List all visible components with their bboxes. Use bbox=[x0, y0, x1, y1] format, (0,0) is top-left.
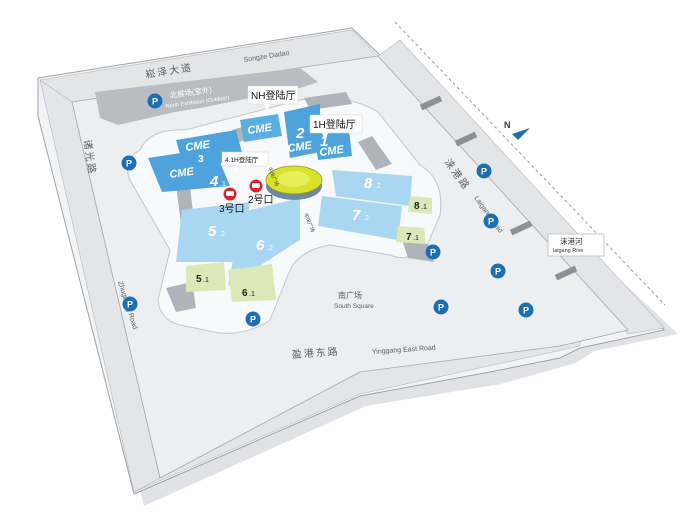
metro-exit-3-label: 3号口 bbox=[219, 203, 245, 215]
parking-icon: P bbox=[122, 296, 138, 312]
svg-text:P: P bbox=[488, 217, 494, 227]
hall-3-label: 3 bbox=[198, 154, 204, 165]
parking-icon: P bbox=[518, 302, 534, 318]
hall-2-cme-label: CME bbox=[287, 140, 314, 155]
north-exhibition-area bbox=[95, 68, 318, 125]
south-road-cn: 盈港东路 bbox=[291, 345, 340, 361]
south-road-en: Yinggang East Road bbox=[372, 345, 436, 356]
hall-8-1-sub: .1 bbox=[421, 204, 427, 211]
hall-5-2-label: 5 bbox=[208, 223, 217, 240]
river-label-box: 涞港河 laigang Rive bbox=[547, 233, 605, 257]
hall-5-2 bbox=[176, 202, 250, 262]
hall-2-label: 2 bbox=[295, 125, 305, 142]
hall-8-2-label: 8 bbox=[364, 175, 373, 192]
svg-text:P: P bbox=[438, 303, 444, 313]
hall-6-2 bbox=[228, 198, 300, 286]
hall-6-2-label: 6 bbox=[256, 237, 265, 254]
parking-icon: P bbox=[147, 93, 163, 109]
hall-4-label: 4 bbox=[209, 173, 219, 190]
hall-7-1-sub: .1 bbox=[413, 235, 419, 242]
light-blue-halls bbox=[176, 170, 412, 286]
hall-5-1 bbox=[186, 262, 226, 292]
hall-top-cme-label: CME bbox=[247, 122, 274, 137]
hall-5-1-label: 5 bbox=[196, 274, 202, 285]
hall-7-2-sub: .2 bbox=[363, 215, 369, 222]
hall-1-label: 1 bbox=[320, 133, 328, 150]
parking-icon: P bbox=[121, 155, 137, 171]
hall-1-cme-label: CME bbox=[319, 144, 346, 159]
parking-icon: P bbox=[433, 299, 449, 315]
hall-6-1-sub: .1 bbox=[249, 291, 255, 298]
hall-4-sub: .1 bbox=[220, 181, 226, 188]
parking-markers[interactable]: P P P P P P P P P P bbox=[121, 93, 534, 327]
hall-4-1 bbox=[148, 148, 230, 192]
hall-7-1 bbox=[396, 226, 426, 244]
parking-icon: P bbox=[245, 311, 261, 327]
callout-nh: NH登陆厅 bbox=[247, 85, 299, 112]
svg-text:P: P bbox=[481, 167, 487, 177]
callout-1h: 1H登陆厅 bbox=[309, 114, 363, 141]
callout-4-1h: 4.1H登陆厅 bbox=[221, 151, 269, 173]
green-halls bbox=[186, 196, 432, 302]
hall-8-2 bbox=[332, 170, 412, 206]
hall-6-1 bbox=[228, 264, 276, 302]
hall-8-1-label: 8 bbox=[414, 201, 420, 212]
parking-icon: P bbox=[490, 263, 506, 279]
road-markers bbox=[419, 95, 578, 281]
hall-5-1-sub: .1 bbox=[203, 277, 209, 284]
parking-icon: P bbox=[425, 244, 441, 260]
compass-label: N bbox=[504, 120, 511, 130]
parking-icon: P bbox=[476, 163, 492, 179]
hall-4-cme-label: CME bbox=[169, 166, 196, 181]
svg-text:P: P bbox=[495, 267, 501, 277]
compass: N bbox=[504, 120, 530, 140]
hall-7-1-label: 7 bbox=[406, 232, 412, 243]
hall-5-2-sub: .2 bbox=[219, 231, 225, 238]
callout-4-1h-text: 4.1H登陆厅 bbox=[225, 155, 259, 164]
svg-text:P: P bbox=[523, 306, 529, 316]
hall-cme-top bbox=[240, 114, 282, 142]
south-square-cn: 南广场 bbox=[338, 290, 362, 300]
svg-text:P: P bbox=[430, 248, 436, 258]
river-en: laigang Rive bbox=[553, 248, 583, 254]
metro-exit-2[interactable]: 2号口 bbox=[248, 179, 274, 207]
svg-text:P: P bbox=[250, 315, 256, 325]
parking-icon: P bbox=[483, 213, 499, 229]
metro-exit-3[interactable]: 3号口 bbox=[219, 187, 245, 216]
south-square-en: South Square bbox=[334, 303, 374, 310]
hall-8-1 bbox=[408, 196, 432, 214]
river-cn: 涞港河 bbox=[560, 236, 583, 246]
metro-exit-2-label: 2号口 bbox=[248, 194, 274, 206]
hall-6-1-label: 6 bbox=[242, 288, 248, 299]
svg-text:P: P bbox=[127, 300, 133, 310]
hall-3-cme-label: CME bbox=[185, 139, 212, 154]
hall-8-2-sub: .2 bbox=[375, 183, 381, 190]
hall-7-2 bbox=[318, 196, 402, 240]
hall-6-2-sub: .2 bbox=[267, 245, 273, 252]
hall-7-2-label: 7 bbox=[352, 207, 361, 224]
svg-text:P: P bbox=[126, 159, 132, 169]
svg-text:P: P bbox=[152, 97, 158, 107]
site-boundary-dashed bbox=[394, 21, 666, 306]
north-arrow-icon bbox=[512, 128, 530, 140]
callout-1h-text: 1H登陆厅 bbox=[313, 118, 356, 131]
central-hub bbox=[265, 165, 323, 200]
callout-nh-text: NH登陆厅 bbox=[251, 89, 295, 102]
